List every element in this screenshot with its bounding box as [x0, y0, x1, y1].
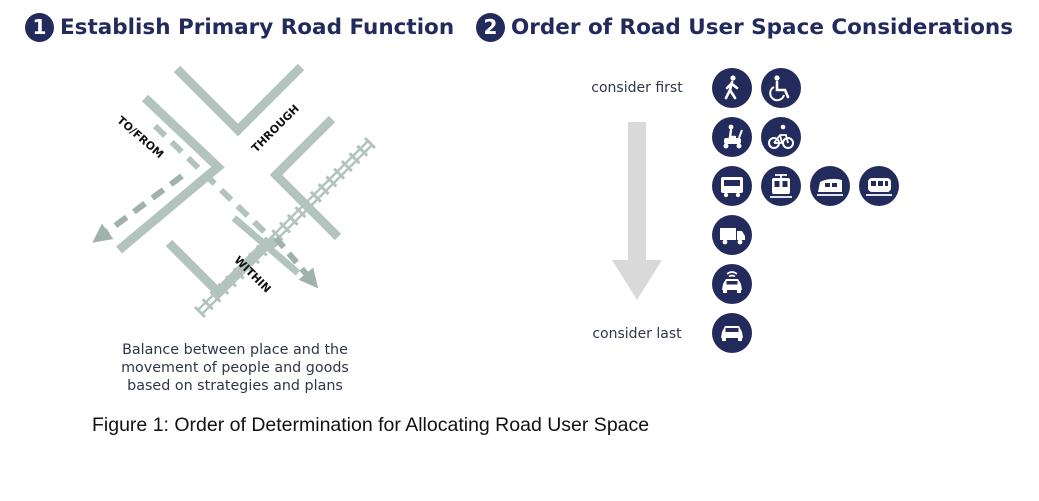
rail-sleeper	[232, 267, 245, 280]
rail-sleeper	[271, 229, 284, 242]
bicycle-icon	[761, 117, 801, 157]
road-function-diagram: TO/FROM THROUGH WITHIN	[92, 63, 377, 319]
rail-sleeper	[278, 221, 292, 234]
section-2-heading: 2 Order of Road User Space Consideration…	[476, 9, 1013, 45]
to-from-label: TO/FROM	[114, 114, 166, 161]
section-2-title: Order of Road User Space Considerations	[511, 14, 1014, 40]
rail-sleeper	[224, 275, 237, 288]
rail-sleeper	[217, 282, 230, 296]
rail-sleeper	[294, 206, 307, 219]
rail-sleeper	[340, 159, 353, 173]
bus-icon	[712, 166, 752, 206]
pedestrian-icon	[712, 68, 752, 108]
rail-sleeper	[309, 190, 322, 203]
caption-line: based on strategies and plans	[127, 378, 343, 394]
centre-dashes	[152, 123, 281, 248]
rail-sleeper	[248, 252, 261, 265]
rail-sleeper	[286, 213, 299, 226]
rail-sleeper	[302, 198, 315, 211]
rail-sleeper	[333, 167, 346, 180]
road-kerb-right	[269, 115, 342, 241]
wheelchair-icon	[761, 68, 801, 108]
truck-icon	[712, 215, 752, 255]
rail-sleeper	[325, 175, 338, 188]
caption-line: movement of people and goods	[121, 360, 349, 376]
road-kerb-left	[116, 94, 225, 254]
consider-last-label: consider last	[592, 326, 682, 342]
within-arrow	[273, 236, 319, 289]
step-number-1-badge: 1	[25, 12, 54, 42]
road-inner-edge	[231, 215, 301, 276]
rail-sleeper	[255, 244, 268, 257]
consider-first-label: consider first	[591, 80, 683, 96]
rail-sleeper	[193, 305, 207, 319]
connected-car-icon	[712, 264, 752, 304]
car-icon	[712, 313, 752, 353]
rail-sleeper	[356, 144, 369, 157]
rail-sleeper	[363, 136, 377, 150]
rail-sleeper	[240, 259, 253, 272]
to-from-arrow	[92, 173, 184, 243]
train-icon	[810, 166, 850, 206]
caption-line: Balance between place and the	[122, 342, 348, 358]
mobility-scooter-icon	[712, 117, 752, 157]
rail-sleeper	[209, 290, 222, 303]
rail-sleeper	[263, 236, 276, 249]
step-number-2-badge: 2	[476, 12, 505, 42]
road-kerb-top	[173, 63, 305, 137]
light-rail-icon	[859, 166, 899, 206]
rail-sleepers	[193, 136, 377, 319]
tram-icon	[761, 166, 801, 206]
diagram-caption: Balance between place and the movement o…	[90, 341, 380, 395]
section-1-heading: 1 Establish Primary Road Function	[25, 9, 454, 45]
figure-caption: Figure 1: Order of Determination for All…	[92, 414, 650, 436]
rail-sleeper	[201, 298, 214, 311]
priority-down-arrow	[612, 122, 662, 300]
section-1-title: Establish Primary Road Function	[60, 14, 455, 40]
rail-sleeper	[317, 183, 330, 196]
rail-sleeper	[348, 152, 361, 165]
